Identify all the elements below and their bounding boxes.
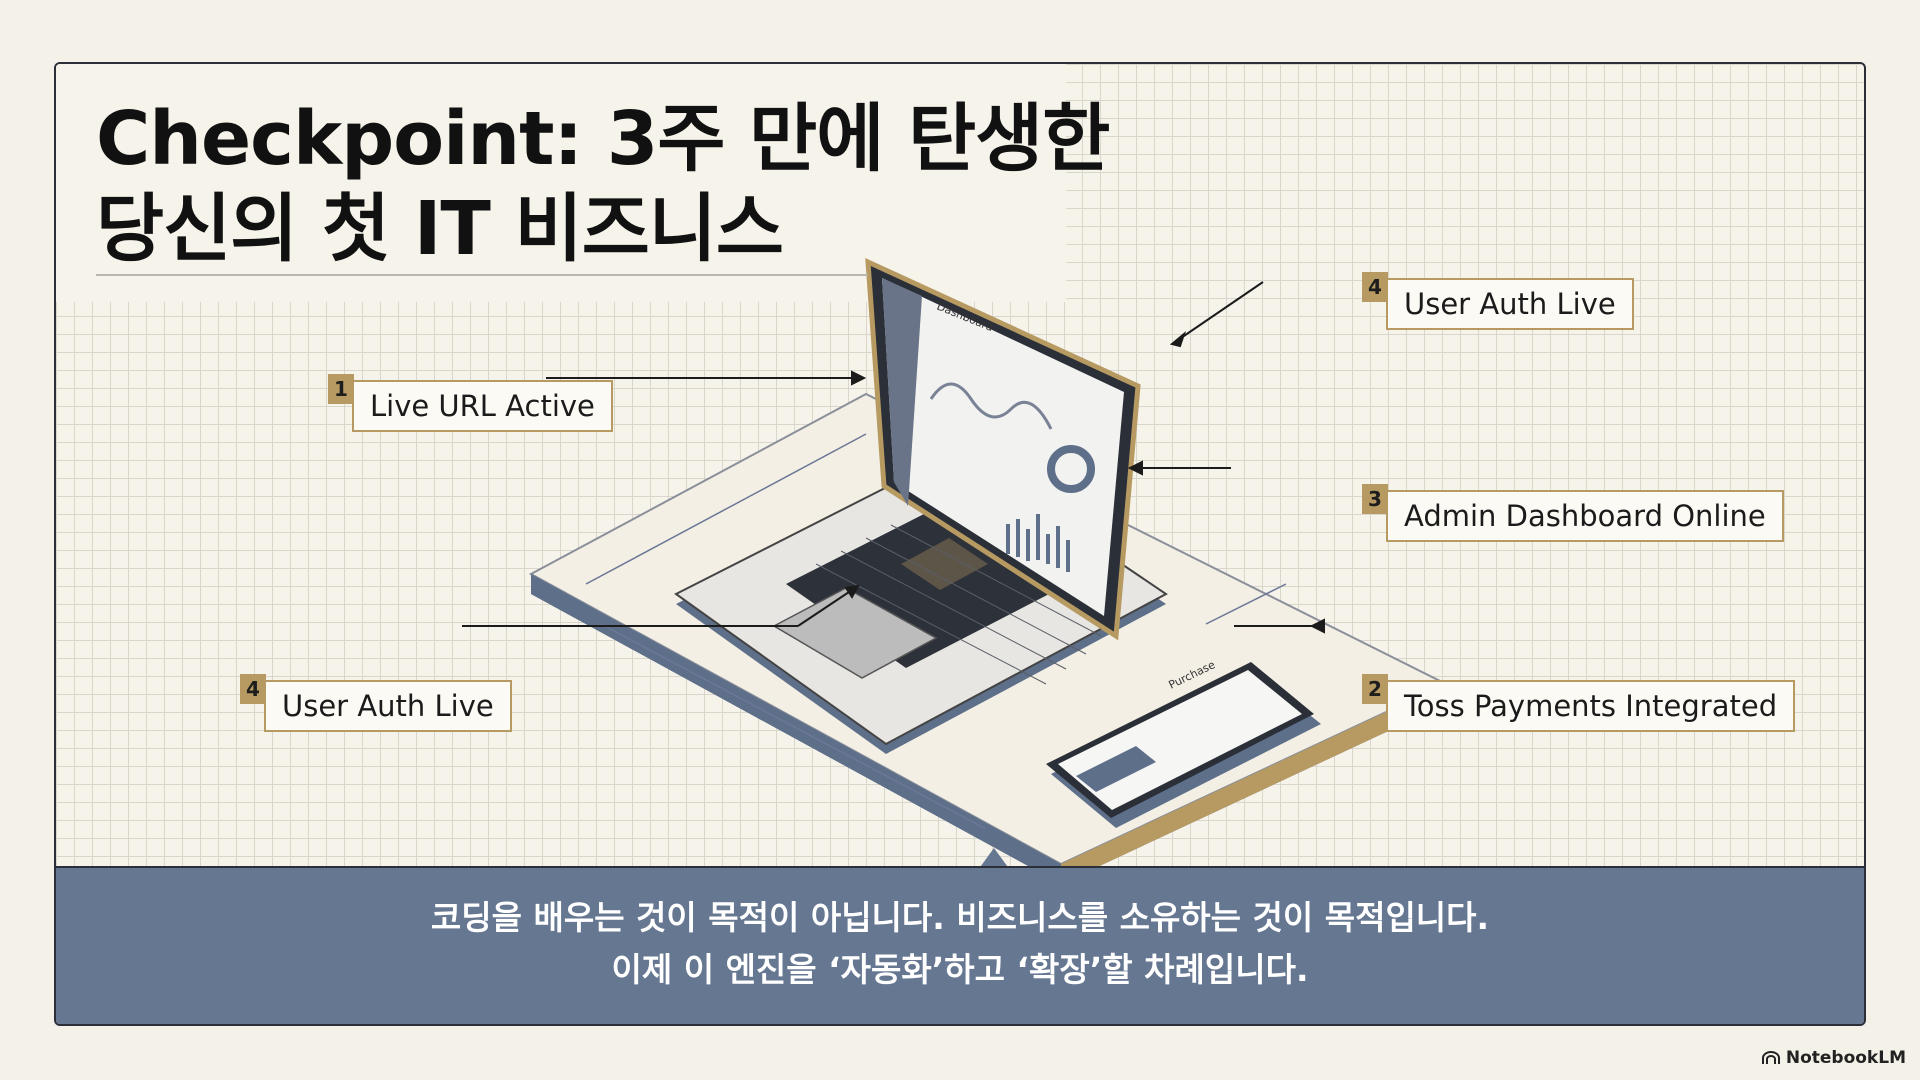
footer-notch	[978, 848, 1010, 870]
callout-label: Live URL Active	[352, 380, 613, 432]
callout-admin-dashboard: 3 Admin Dashboard Online	[1362, 484, 1784, 542]
footer-line-2: 이제 이 엔진을 ‘자동화’하고 ‘확장’할 차례입니다.	[611, 950, 1309, 989]
phone: Purchase	[1046, 658, 1321, 828]
callout-label: Toss Payments Integrated	[1386, 680, 1796, 732]
title-divider	[96, 274, 868, 276]
callout-number-badge: 4	[240, 674, 266, 704]
callout-live-url: 1 Live URL Active	[328, 374, 613, 432]
title-line-1: Checkpoint: 3주 만에 탄생한	[96, 96, 1110, 182]
title-area	[56, 64, 1066, 302]
leader-lines	[462, 281, 1325, 634]
brand-mark: NotebookLM	[1761, 1048, 1906, 1068]
callout-number-badge: 1	[328, 374, 354, 404]
footer-line-1: 코딩을 배우는 것이 목적이 아닙니다. 비즈니스를 소유하는 것이 목적입니다…	[430, 898, 1490, 937]
brand-name: NotebookLM	[1785, 1048, 1906, 1068]
page-title: Checkpoint: 3주 만에 탄생한 당신의 첫 IT 비즈니스	[96, 94, 1110, 274]
callout-toss-payments: 2 Toss Payments Integrated	[1362, 674, 1796, 732]
laptop-screen: Dashboard	[865, 257, 1141, 641]
device-illustration: Dashboard Purchase	[462, 257, 1449, 884]
callout-user-auth-top: 4 User Auth Live	[1362, 272, 1634, 330]
callout-user-auth-left: 4 User Auth Live	[240, 674, 512, 732]
callout-label: User Auth Live	[1386, 278, 1634, 330]
callout-number-badge: 4	[1362, 272, 1388, 302]
footer-message: 코딩을 배우는 것이 목적이 아닙니다. 비즈니스를 소유하는 것이 목적입니다…	[56, 866, 1864, 1024]
callout-label: User Auth Live	[264, 680, 512, 732]
slide-frame: Dashboard Purchase	[54, 62, 1866, 1026]
notebooklm-logo-icon	[1761, 1051, 1780, 1064]
callout-label: Admin Dashboard Online	[1386, 490, 1784, 542]
callout-number-badge: 3	[1362, 484, 1388, 514]
callout-number-badge: 2	[1362, 674, 1388, 704]
title-line-2: 당신의 첫 IT 비즈니스	[96, 186, 784, 272]
